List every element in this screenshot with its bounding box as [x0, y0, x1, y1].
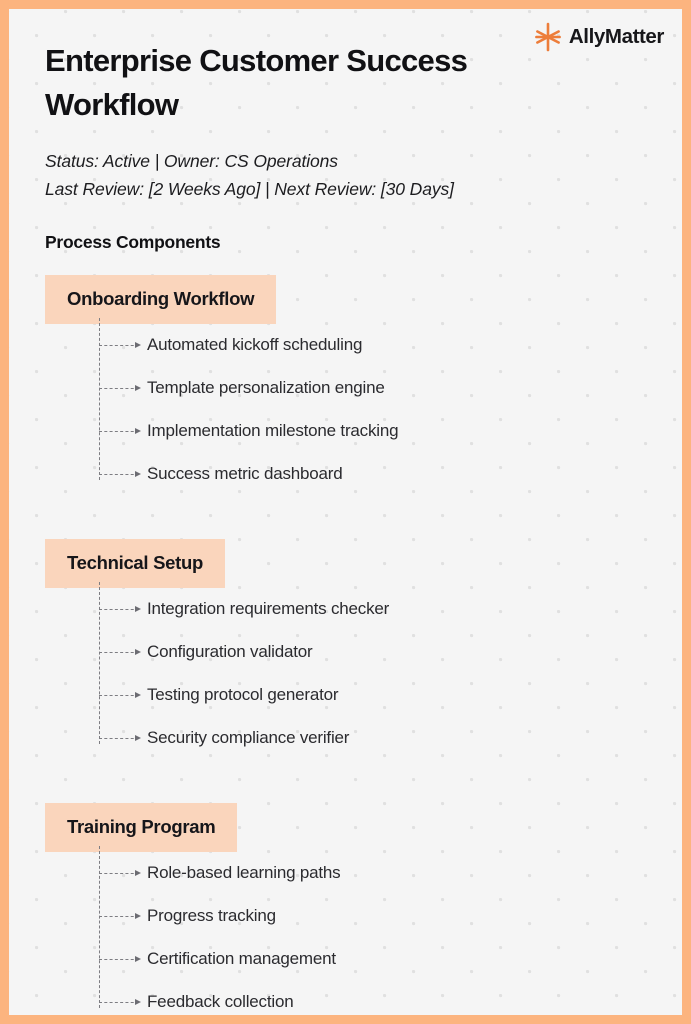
list-item-label: Progress tracking [147, 906, 276, 926]
list-item[interactable]: Certification management [45, 938, 646, 981]
list-item[interactable]: Configuration validator [45, 631, 646, 674]
list-item-label: Success metric dashboard [147, 464, 343, 484]
list-item[interactable]: Automated kickoff scheduling [45, 324, 646, 367]
list-item-label: Feedback collection [147, 992, 294, 1012]
list-item-label: Testing protocol generator [147, 685, 339, 705]
document-header: Enterprise Customer Success Workflow Sta… [9, 9, 682, 253]
list-item[interactable]: Success metric dashboard [45, 453, 646, 496]
dotted-trunk-line [99, 845, 100, 1009]
arrow-connector-icon [99, 468, 147, 480]
arrow-connector-icon [99, 382, 147, 394]
list-item[interactable]: Role-based learning paths [45, 852, 646, 895]
list-item-label: Role-based learning paths [147, 863, 341, 883]
list-item-label: Security compliance verifier [147, 728, 350, 748]
page-title: Enterprise Customer Success Workflow [45, 43, 468, 123]
list-item[interactable]: Template personalization engine [45, 367, 646, 410]
brand-name: AllyMatter [568, 25, 665, 48]
list-item-label: Configuration validator [147, 642, 313, 662]
arrow-connector-icon [99, 646, 147, 658]
group-badge[interactable]: Training Program [45, 802, 238, 852]
group-badge[interactable]: Technical Setup [45, 538, 225, 588]
list-item-label: Integration requirements checker [147, 599, 390, 619]
arrow-connector-icon [99, 689, 147, 701]
list-item[interactable]: Progress tracking [45, 895, 646, 938]
arrow-connector-icon [99, 910, 147, 922]
arrow-connector-icon [99, 953, 147, 965]
arrow-connector-icon [99, 996, 147, 1008]
group-badge[interactable]: Onboarding Workflow [45, 274, 277, 324]
list-item[interactable]: Feedback collection [45, 981, 646, 1015]
list-item[interactable]: Testing protocol generator [45, 674, 646, 717]
list-item[interactable]: Security compliance verifier [45, 717, 646, 760]
document-content: Enterprise Customer Success Workflow Sta… [9, 9, 682, 1015]
document-metadata: Status: Active | Owner: CS Operations La… [45, 147, 646, 204]
starburst-icon [534, 22, 561, 52]
arrow-connector-icon [99, 867, 147, 879]
brand-logo: AllyMatter [533, 21, 664, 53]
metadata-status-owner: Status: Active | Owner: CS Operations [45, 151, 338, 172]
section-heading-process-components: Process Components [45, 231, 221, 252]
list-item-label: Implementation milestone tracking [147, 421, 399, 441]
list-item[interactable]: Implementation milestone tracking [45, 410, 646, 453]
arrow-connector-icon [99, 732, 147, 744]
metadata-review-dates: Last Review: [2 Weeks Ago] | Next Review… [45, 179, 454, 200]
dotted-trunk-line [99, 317, 100, 481]
list-item[interactable]: Integration requirements checker [45, 588, 646, 631]
arrow-connector-icon [99, 603, 147, 615]
list-item-label: Template personalization engine [147, 378, 385, 398]
dotted-trunk-line [99, 581, 100, 745]
list-item-label: Automated kickoff scheduling [147, 335, 363, 355]
arrow-connector-icon [99, 339, 147, 351]
arrow-connector-icon [99, 425, 147, 437]
list-item-label: Certification management [147, 949, 336, 969]
